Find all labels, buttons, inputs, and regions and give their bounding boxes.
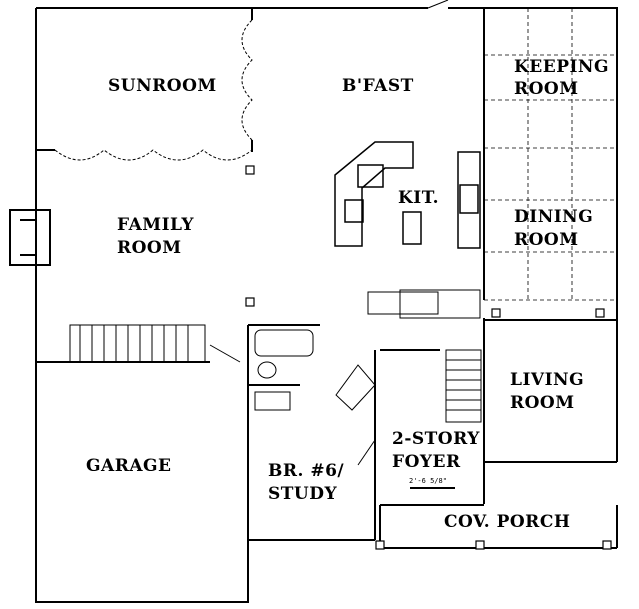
room-label-family-line2: ROOM — [117, 238, 182, 258]
bathtub — [254, 329, 314, 357]
door-leaf — [209, 344, 241, 363]
outer-wall-right-lower — [483, 461, 617, 504]
room-label-study-line2: STUDY — [268, 484, 338, 504]
stair-run-foyer — [445, 349, 482, 423]
stair-landing-upper — [399, 289, 481, 319]
fireplace-hearth — [20, 219, 37, 256]
kitchen-counter — [334, 141, 481, 249]
columns — [245, 165, 612, 550]
column — [602, 540, 612, 550]
fireplace — [9, 209, 51, 266]
room-label-study-line1: BR. #6/ — [268, 461, 345, 481]
garage-outer — [35, 362, 249, 603]
room-label-foyer-line1: 2-STORY — [392, 429, 480, 449]
room-label-dining-line2: ROOM — [514, 230, 579, 250]
room-label-porch: COV. PORCH — [444, 512, 571, 532]
toilet — [257, 361, 277, 379]
sunroom-bay-right — [241, 19, 253, 141]
door-leaf — [357, 439, 376, 466]
outer-wall-top-right — [448, 7, 618, 462]
kitchen-dishwasher — [344, 199, 364, 223]
kitchen-range-counter — [457, 151, 481, 249]
sunroom-bay-bottom — [54, 149, 253, 161]
room-label-family-line1: FAMILY — [117, 215, 195, 235]
room-label-sunroom: SUNROOM — [108, 76, 217, 96]
ceiling-grid — [484, 8, 617, 301]
column — [245, 297, 255, 307]
room-label-keeping-line2: ROOM — [514, 79, 579, 99]
room-label-dining-line1: DINING — [514, 207, 594, 227]
door-leaf — [427, 0, 449, 9]
room-label-keeping-line1: KEEPING — [514, 57, 609, 77]
sunroom-bay — [54, 19, 253, 161]
dimension-note: 2'-6 5/8" — [409, 477, 447, 485]
column — [245, 165, 255, 175]
column — [595, 308, 605, 318]
room-label-living-line1: LIVING — [510, 370, 585, 390]
closet-angled — [335, 364, 376, 411]
stairs — [69, 289, 482, 423]
doors — [209, 0, 449, 466]
room-label-living-line2: ROOM — [510, 393, 575, 413]
kitchen-sink — [357, 164, 384, 188]
stair-landing — [367, 291, 439, 315]
column — [491, 308, 501, 318]
kitchen-island-arc — [334, 141, 414, 247]
bath — [254, 329, 376, 411]
stair-run-left — [69, 324, 206, 363]
room-label-garage: GARAGE — [86, 456, 172, 476]
kitchen-island — [402, 211, 422, 245]
walls — [35, 7, 618, 603]
room-label-bfast: B'FAST — [342, 76, 414, 96]
column — [375, 540, 385, 550]
fireplace-box — [9, 209, 51, 266]
kitchen-range — [459, 184, 479, 214]
vanity — [254, 391, 291, 411]
room-label-kitchen: KIT. — [398, 188, 440, 208]
column — [475, 540, 485, 550]
room-label-foyer-line2: FOYER — [392, 452, 461, 472]
